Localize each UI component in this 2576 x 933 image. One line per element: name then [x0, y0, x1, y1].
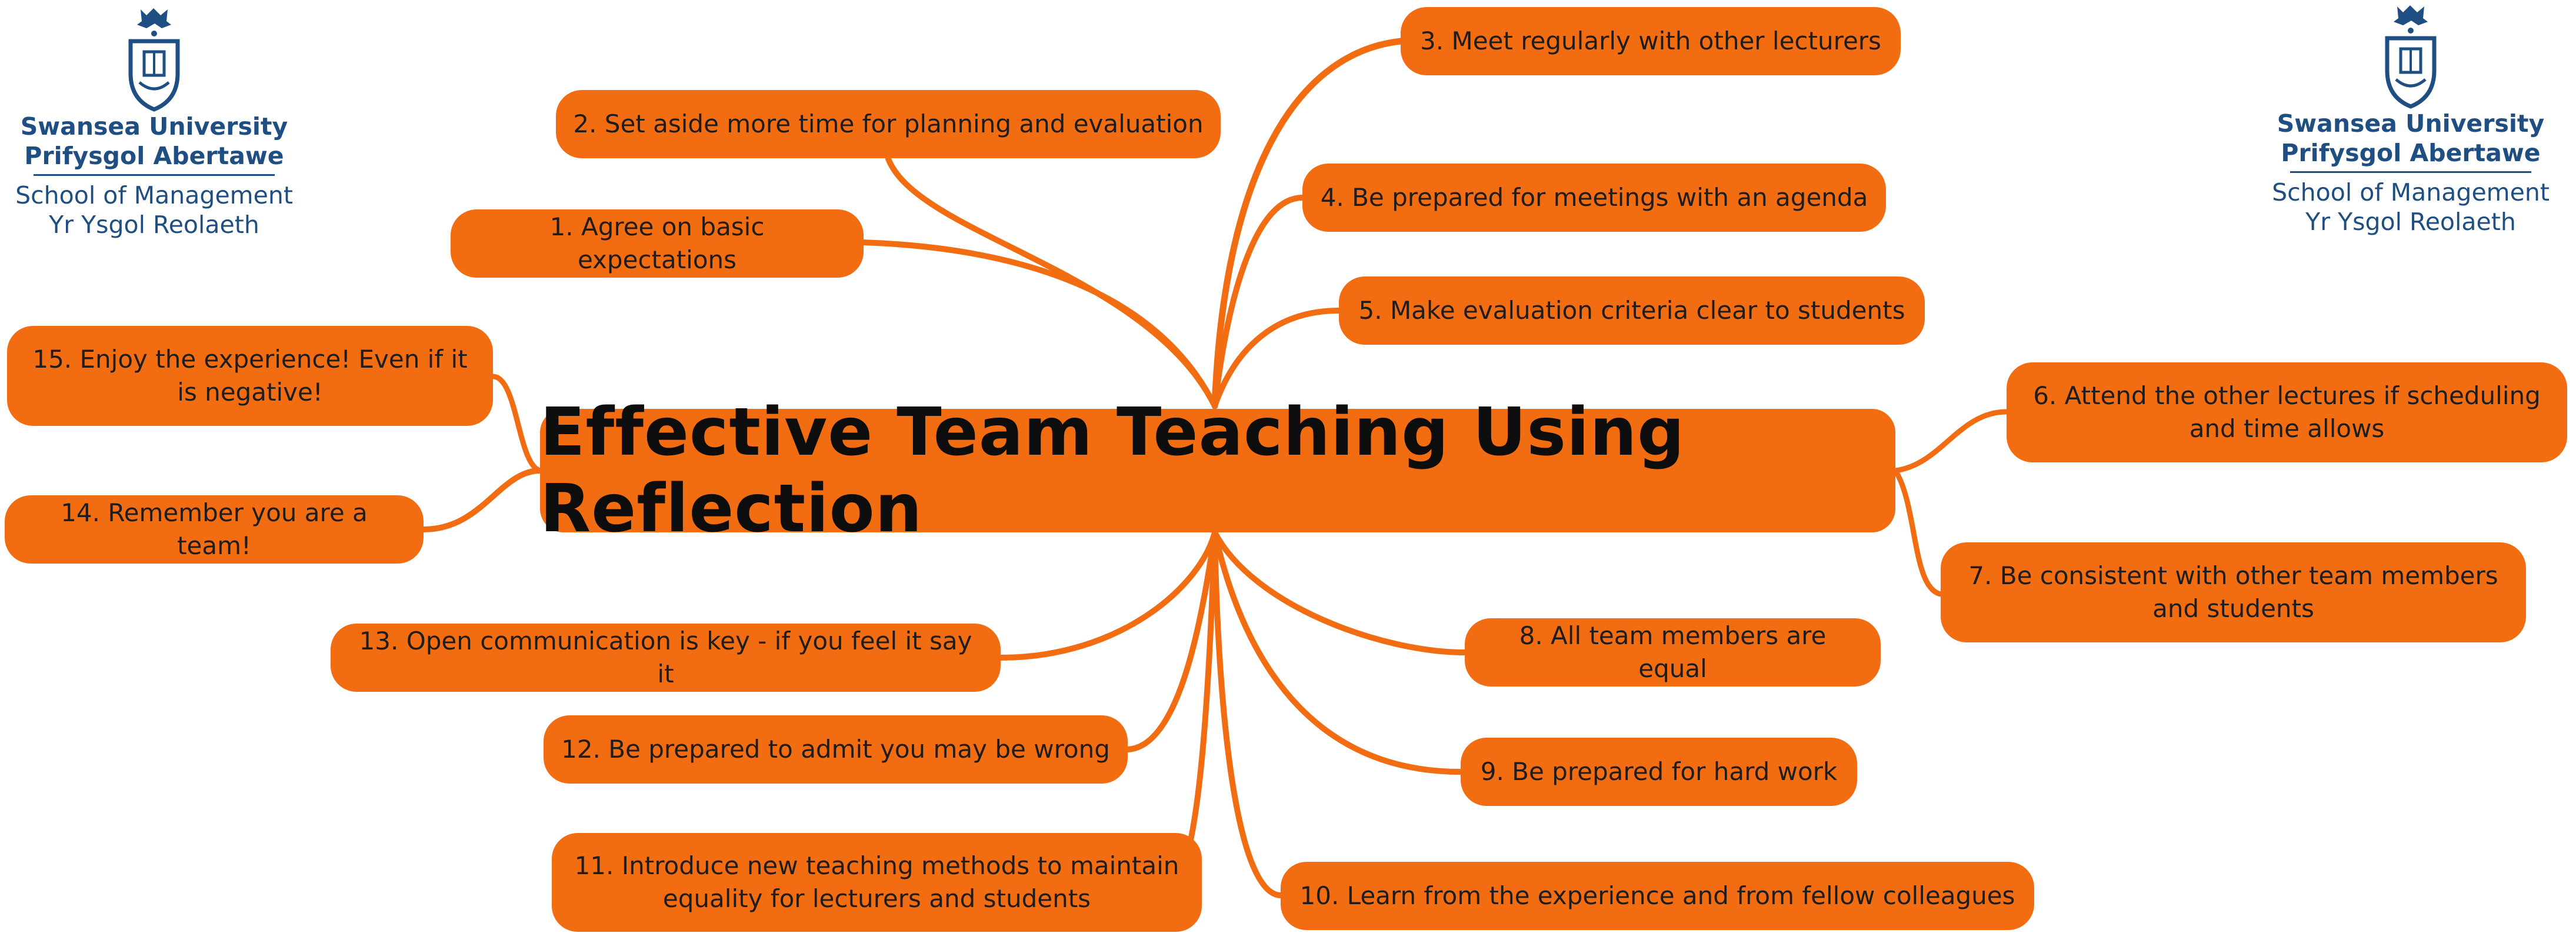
branch-node-11: 11. Introduce new teaching methods to ma…	[552, 833, 1202, 932]
connector-9	[1212, 529, 1464, 775]
branch-node-7: 7. Be consistent with other team members…	[1941, 542, 2526, 642]
swansea-crest-icon	[2385, 5, 2437, 109]
connector-6	[1892, 409, 2010, 474]
central-topic: Effective Team Teaching Using Reflection	[540, 394, 1895, 547]
connector-4	[1212, 195, 1305, 409]
logo-school-name: School of Management	[2272, 178, 2550, 206]
branch-node-5: 5. Make evaluation criteria clear to stu…	[1339, 276, 1925, 345]
logo-divider	[2290, 171, 2531, 173]
logo-university-name: Swansea University	[20, 112, 288, 141]
connector-14	[421, 468, 543, 532]
connector-10	[1212, 529, 1284, 898]
logo-university-name: Swansea University	[2277, 109, 2545, 138]
logo-left: Swansea University Prifysgol Abertawe Sc…	[13, 6, 295, 239]
connector-1	[859, 239, 1218, 409]
connector-2	[885, 156, 1218, 409]
logo-university-name-welsh: Prifysgol Abertawe	[24, 142, 284, 170]
swansea-crest-icon	[128, 8, 180, 112]
logo-school-name: School of Management	[15, 181, 293, 209]
branch-node-6: 6. Attend the other lectures if scheduli…	[2007, 362, 2567, 462]
connector-15	[490, 374, 543, 474]
branch-node-3: 3. Meet regularly with other lecturers	[1401, 7, 1901, 75]
branch-node-14: 14. Remember you are a team!	[5, 495, 424, 564]
branch-node-8: 8. All team members are equal	[1465, 618, 1881, 687]
connector-7	[1892, 468, 1944, 597]
logo-university-name-welsh: Prifysgol Abertawe	[2281, 139, 2541, 167]
logo-right: Swansea University Prifysgol Abertawe Sc…	[2270, 3, 2552, 236]
connector-3	[1211, 38, 1404, 409]
branch-node-15: 15. Enjoy the experience! Even if it is …	[7, 326, 493, 426]
branch-node-1: 1. Agree on basic expectations	[451, 209, 864, 278]
connector-12	[1125, 529, 1218, 752]
branch-node-9: 9. Be prepared for hard work	[1461, 738, 1857, 806]
connector-13	[998, 529, 1218, 661]
logo-school-name-welsh: Yr Ysgol Reolaeth	[49, 211, 259, 239]
connector-5	[1212, 308, 1342, 409]
branch-node-12: 12. Be prepared to admit you may be wron…	[544, 715, 1128, 784]
branch-node-13: 13. Open communication is key - if you f…	[331, 624, 1001, 692]
branch-node-2: 2. Set aside more time for planning and …	[556, 90, 1221, 158]
branch-node-10: 10. Learn from the experience and from f…	[1281, 862, 2034, 930]
branch-node-4: 4. Be prepared for meetings with an agen…	[1302, 164, 1886, 232]
logo-school-name-welsh: Yr Ysgol Reolaeth	[2305, 208, 2516, 236]
connector-8	[1212, 529, 1468, 655]
logo-divider	[34, 174, 275, 176]
